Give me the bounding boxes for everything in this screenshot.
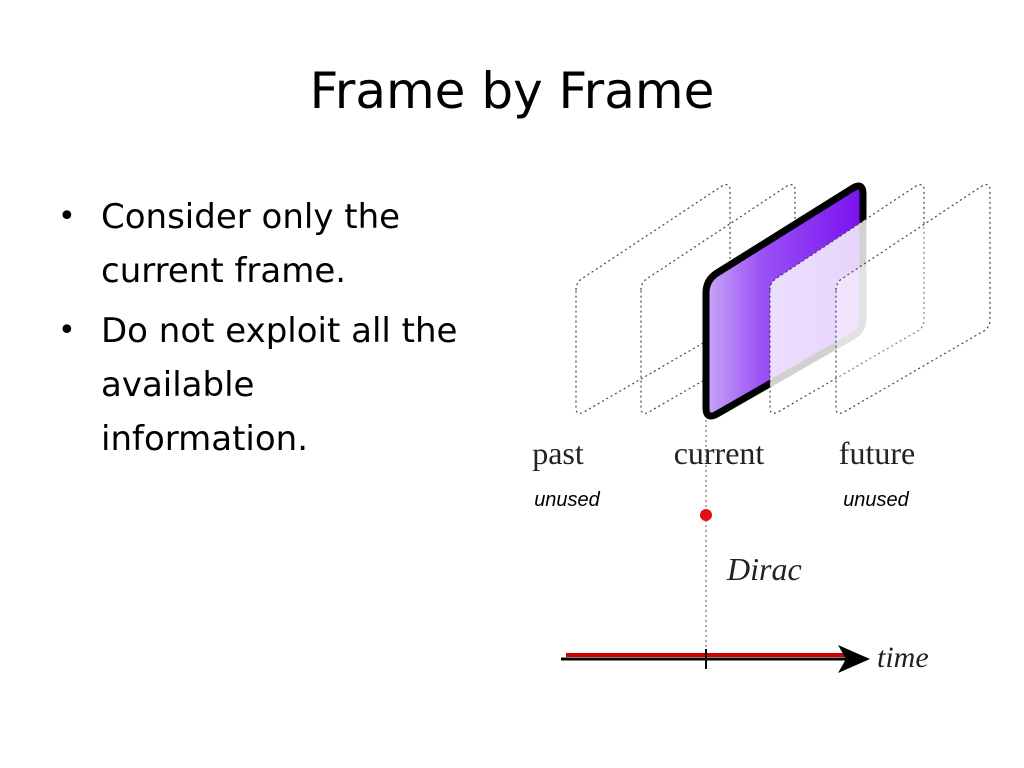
bullet-list: • Consider only the current frame. • Do no… — [58, 190, 458, 472]
future-unused-note: unused — [843, 489, 909, 511]
bullet-dot-icon: • — [58, 199, 76, 234]
slide-title: Frame by Frame — [309, 62, 715, 120]
future-frame-outline — [835, 184, 991, 414]
dirac-point — [700, 509, 712, 521]
past-label: past — [532, 435, 584, 471]
bullet-text: Do not exploit all the available informa… — [101, 311, 458, 459]
time-label: time — [877, 641, 929, 674]
bullet-text: Consider only the current frame. — [101, 197, 401, 291]
bullet-item: • Do not exploit all the available inform… — [58, 304, 458, 466]
past-frame-outline — [575, 184, 731, 414]
past-unused-note: unused — [534, 489, 600, 511]
future-label: future — [839, 435, 915, 471]
dirac-label: Dirac — [726, 551, 802, 587]
bullet-item: • Consider only the current frame. — [58, 190, 458, 298]
past-frame-outline — [640, 184, 796, 414]
current-label: current — [674, 435, 765, 471]
future-frame-outline — [769, 184, 925, 414]
bullet-dot-icon: • — [58, 313, 76, 348]
time-axis-arrow-icon — [838, 645, 870, 673]
